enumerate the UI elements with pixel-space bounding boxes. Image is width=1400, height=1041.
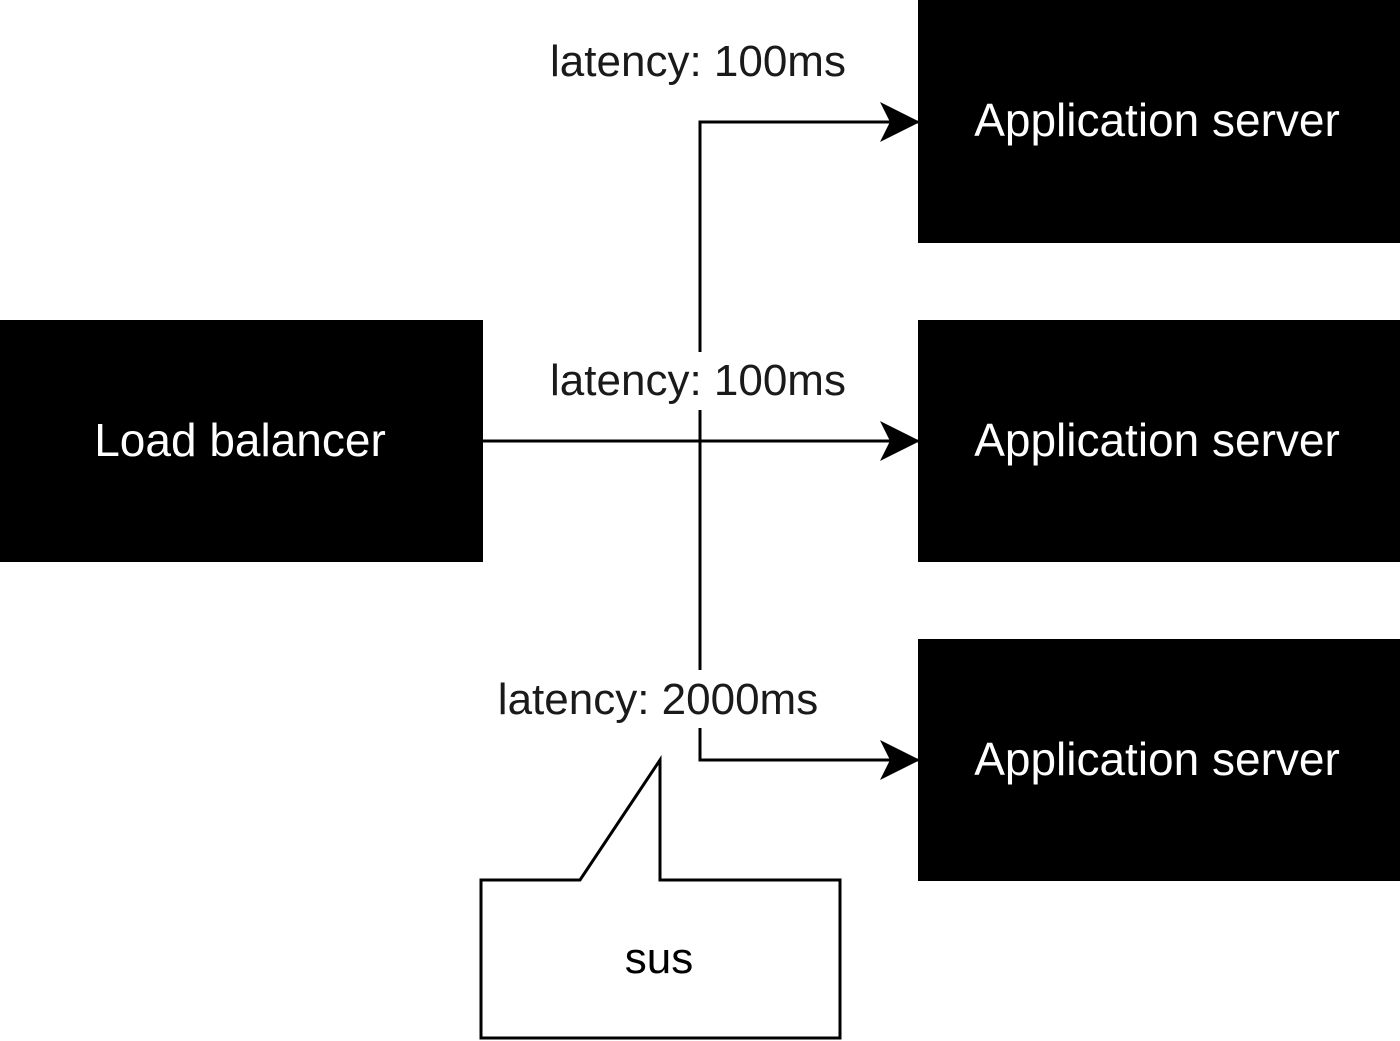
- edge-label-2-text: latency: 100ms: [550, 356, 846, 405]
- application-server-label-2: Application server: [974, 414, 1340, 466]
- edge-label-3-text: latency: 2000ms: [498, 675, 818, 724]
- application-server-label-1: Application server: [974, 94, 1340, 146]
- application-server-node-1: Application server: [918, 0, 1400, 243]
- edge-label-2: latency: 100ms: [530, 352, 870, 410]
- edges: [483, 102, 920, 780]
- edge-label-1: latency: 100ms: [530, 32, 870, 90]
- edge-label-1-text: latency: 100ms: [550, 37, 846, 86]
- callout-bubble: sus: [479, 755, 842, 1040]
- load-balancer-node: Load balancer: [0, 320, 483, 562]
- edge-to-server-3: [483, 439, 920, 780]
- application-server-node-3: Application server: [918, 639, 1400, 881]
- application-server-node-2: Application server: [918, 320, 1400, 562]
- callout-shape: [479, 755, 842, 1040]
- callout-label: sus: [625, 934, 693, 983]
- application-server-label-3: Application server: [974, 733, 1340, 785]
- load-balancer-label: Load balancer: [94, 414, 386, 466]
- edge-label-3: latency: 2000ms: [478, 670, 842, 728]
